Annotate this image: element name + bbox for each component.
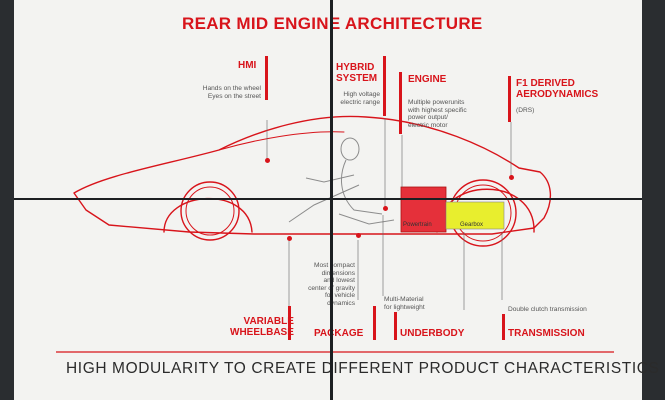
f1-accent-bar [508, 76, 511, 122]
car-diagram [56, 115, 614, 353]
package-note: Most compact [313, 262, 355, 269]
wheelbase-marker [287, 236, 292, 241]
wheelbase-heading: VARIABLE WHEELBASE [230, 316, 294, 338]
package-note: center of gravity [308, 284, 355, 292]
f1-heading-line: AERODYNAMICS [516, 89, 599, 100]
hybrid-note: electric range [340, 98, 380, 106]
video-wall-seam-vertical [330, 0, 333, 400]
underbody-heading: UNDERBODY [400, 328, 465, 339]
gearbox-block [445, 201, 505, 230]
hybrid-marker [383, 206, 388, 211]
engine-accent-bar [399, 72, 402, 134]
hmi-note: Eyes on the street [207, 92, 261, 100]
engine-notes: Multiple powerunits with highest specifi… [408, 99, 467, 129]
package-accent-bar [373, 306, 376, 340]
engine-note: Multiple powerunits [408, 99, 465, 106]
package-heading: PACKAGE [314, 328, 364, 339]
tagline: HIGH MODULARITY TO CREATE DIFFERENT PROD… [66, 360, 660, 377]
driver-silhouette [288, 137, 395, 225]
video-wall-seam-horizontal [14, 198, 642, 200]
engine-note: power output/ [408, 114, 448, 122]
engine-note: with highest specific [408, 106, 467, 114]
wheelbase-heading-line: WHEELBASE [230, 327, 294, 338]
car-body-outline [73, 115, 551, 235]
wheelbase-accent-bar [288, 306, 291, 340]
front-wheel [180, 181, 240, 241]
slide: REAR MID ENGINE ARCHITECTURE HMI Hands o… [14, 0, 659, 400]
underbody-accent-bar [394, 312, 397, 340]
hmi-note: Hands on the wheel [202, 85, 261, 92]
hybrid-notes: High voltage electric range [326, 91, 380, 106]
underbody-notes: Multi-Material for lightweight [384, 296, 425, 311]
package-note: and lowest [323, 277, 355, 285]
underbody-note: for lightweight [384, 303, 425, 311]
package-marker [356, 233, 361, 238]
transmission-heading: TRANSMISSION [508, 328, 585, 339]
transmission-accent-bar [502, 314, 505, 340]
hybrid-heading: HYBRID SYSTEM [336, 62, 377, 84]
package-notes: Most compact dimensions and lowest cente… [293, 262, 355, 308]
hmi-marker [265, 158, 270, 163]
engine-note: electric motor [408, 121, 448, 129]
transmission-note: Double clutch transmission [508, 306, 587, 313]
f1-heading-line: F1 DERIVED [516, 78, 575, 89]
gearbox-label: Gearbox [460, 222, 484, 228]
hybrid-accent-bar [383, 56, 386, 116]
f1-heading: F1 DERIVED AERODYNAMICS [516, 78, 598, 100]
engine-heading: ENGINE [408, 74, 447, 85]
hmi-accent-bar [265, 56, 268, 100]
f1-notes: (DRS) [516, 107, 534, 115]
package-note: for vehicle [324, 292, 355, 300]
underbody-note: Multi-Material [384, 296, 424, 303]
wheelbase-heading-line: VARIABLE [243, 316, 294, 327]
f1-note: (DRS) [516, 107, 535, 114]
transmission-notes: Double clutch transmission [508, 306, 587, 314]
powertrain-label: Powertrain [403, 222, 432, 228]
hmi-notes: Hands on the wheel Eyes on the street [189, 85, 261, 100]
f1-marker [509, 175, 514, 180]
package-note: dynamics [327, 299, 355, 307]
hmi-heading: HMI [238, 60, 257, 71]
hybrid-heading-line: SYSTEM [336, 73, 378, 84]
engine-block [400, 186, 447, 233]
hybrid-heading-line: HYBRID [336, 62, 375, 73]
package-note: dimensions [321, 269, 355, 277]
hybrid-note: High voltage [343, 91, 380, 98]
